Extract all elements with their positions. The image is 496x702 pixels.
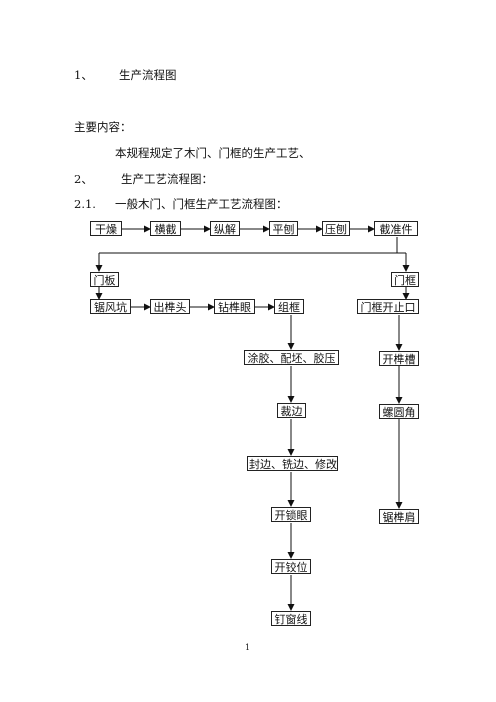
flow-step-tenon: 出榫头: [150, 299, 190, 314]
flow-step-tenon-slot: 开榫槽: [379, 351, 419, 366]
heading-2-1-number: 2.1.: [74, 197, 96, 211]
main-content-text: 本规程规定了木门、门框的生产工艺、: [115, 146, 311, 160]
flow-branch-door-frame: 门框: [391, 272, 419, 287]
flow-step-thickness-plane: 压刨: [322, 221, 350, 236]
flow-step-window-bead: 钉窗线: [271, 611, 311, 626]
flow-step-lock-hole: 开锁眼: [271, 507, 311, 522]
heading-1-number: 1、: [74, 68, 93, 82]
flow-step-cut-to-size: 截准件: [374, 221, 418, 236]
flow-step-trim: 裁边: [277, 403, 306, 418]
flow-step-glue-press: 涂胶、配坯、胶压: [244, 350, 339, 365]
heading-2-title: 生产工艺流程图：: [121, 172, 213, 186]
heading-2-1-title: 一般木门、门框生产工艺流程图：: [115, 197, 288, 211]
main-content-label: 主要内容：: [74, 120, 132, 134]
flow-step-mortise: 钻榫眼: [214, 299, 255, 314]
heading-1-title: 生产流程图: [119, 68, 177, 82]
page-number: 1: [245, 643, 251, 652]
flow-step-frame-rabbet: 门框开止口: [357, 299, 419, 314]
flow-step-assemble-frame: 组框: [274, 299, 304, 314]
flow-step-plane: 平刨: [269, 221, 298, 236]
flow-step-round-corner: 螺圆角: [379, 404, 419, 419]
flow-step-hinge: 开铰位: [271, 559, 311, 574]
heading-2-number: 2、: [74, 172, 93, 186]
flow-branch-door-panel: 门板: [90, 272, 119, 287]
flow-step-saw-groove: 锯风坑: [90, 299, 131, 314]
flow-step-saw-shoulder: 锯榫肩: [379, 509, 419, 524]
flow-step-rip: 纵解: [210, 221, 240, 236]
flow-step-drying: 干燥: [90, 221, 122, 236]
flow-step-edge-band: 封边、铣边、修改: [247, 456, 338, 471]
flow-step-cross-cut: 横截: [150, 221, 181, 236]
